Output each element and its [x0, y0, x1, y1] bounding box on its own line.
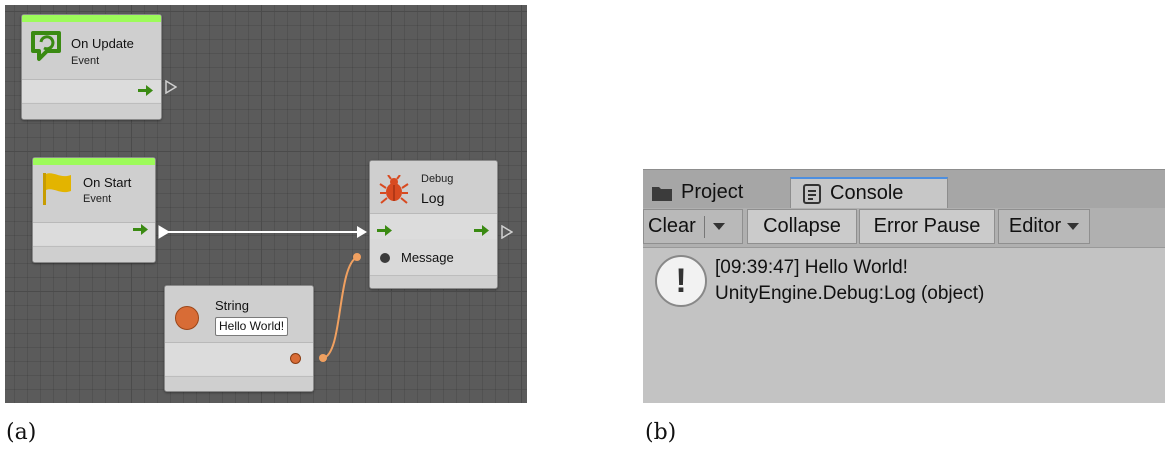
message-input-port[interactable] [380, 253, 390, 263]
tab-console[interactable]: Console [790, 177, 948, 208]
info-exclamation-icon: ! [655, 255, 707, 307]
node-title-small: Debug [421, 173, 454, 185]
flow-out-arrow-icon[interactable] [474, 225, 489, 236]
tab-project[interactable]: Project [651, 177, 791, 208]
collapse-label: Collapse [763, 215, 841, 237]
log-message: [09:39:47] Hello World! [715, 257, 908, 278]
string-type-icon [175, 306, 199, 330]
on-update-node[interactable]: On Update Event [21, 14, 162, 120]
tab-label: Console [830, 182, 904, 204]
console-icon [803, 183, 821, 204]
visual-script-graph[interactable]: On Update Event On Start Event [5, 5, 527, 403]
folder-icon [652, 186, 672, 201]
flow-out-port-icon[interactable] [158, 225, 170, 239]
error-pause-button[interactable]: Error Pause [859, 209, 995, 244]
loop-update-icon [31, 31, 61, 61]
flow-wire-arrowhead [357, 226, 367, 238]
tab-label: Project [681, 181, 744, 203]
event-bar [33, 158, 155, 165]
on-start-node[interactable]: On Start Event [32, 157, 156, 263]
string-value-field[interactable]: Hello World! [215, 317, 289, 336]
console-toolbar: Clear Collapse Error Pause Editor [643, 208, 1165, 248]
flow-out-port-icon[interactable] [165, 80, 177, 94]
string-wire-end [353, 253, 361, 261]
node-title: On Update [71, 36, 134, 51]
chevron-down-icon[interactable] [712, 223, 725, 230]
flow-out-arrow-icon[interactable] [133, 224, 148, 235]
node-title: Log [421, 190, 445, 206]
clear-label: Clear [648, 215, 696, 237]
flow-out-port-icon[interactable] [501, 225, 513, 239]
debug-log-node[interactable]: Debug Log Message [369, 160, 498, 289]
error-pause-label: Error Pause [873, 215, 981, 237]
collapse-button[interactable]: Collapse [747, 209, 857, 244]
flag-icon [43, 173, 71, 205]
caption-b: (b) [645, 420, 677, 445]
tab-bar: Project Console [643, 169, 1165, 209]
unity-console-window: Project Console Clear Collapse Error Pau… [643, 169, 1165, 403]
node-title: On Start [83, 175, 132, 190]
editor-dropdown[interactable]: Editor [998, 209, 1090, 244]
string-wire [322, 256, 358, 359]
bug-icon [379, 175, 409, 204]
string-output-port[interactable] [290, 353, 301, 364]
flow-out-arrow-icon[interactable] [138, 85, 153, 96]
chevron-down-icon [1067, 223, 1080, 230]
caption-a: (a) [6, 420, 37, 445]
node-title: String [215, 298, 249, 313]
event-bar [22, 15, 161, 22]
clear-button[interactable]: Clear [643, 209, 743, 244]
node-subtitle: Event [83, 193, 112, 205]
editor-label: Editor [1008, 215, 1062, 237]
graph-wires [167, 226, 367, 362]
message-label: Message [401, 250, 454, 265]
string-node[interactable]: String Hello World! [164, 285, 314, 392]
node-subtitle: Event [71, 55, 100, 67]
flow-in-arrow-icon[interactable] [377, 225, 392, 236]
string-wire-start [319, 354, 327, 362]
log-stacktrace: UnityEngine.Debug:Log (object) [715, 283, 985, 304]
